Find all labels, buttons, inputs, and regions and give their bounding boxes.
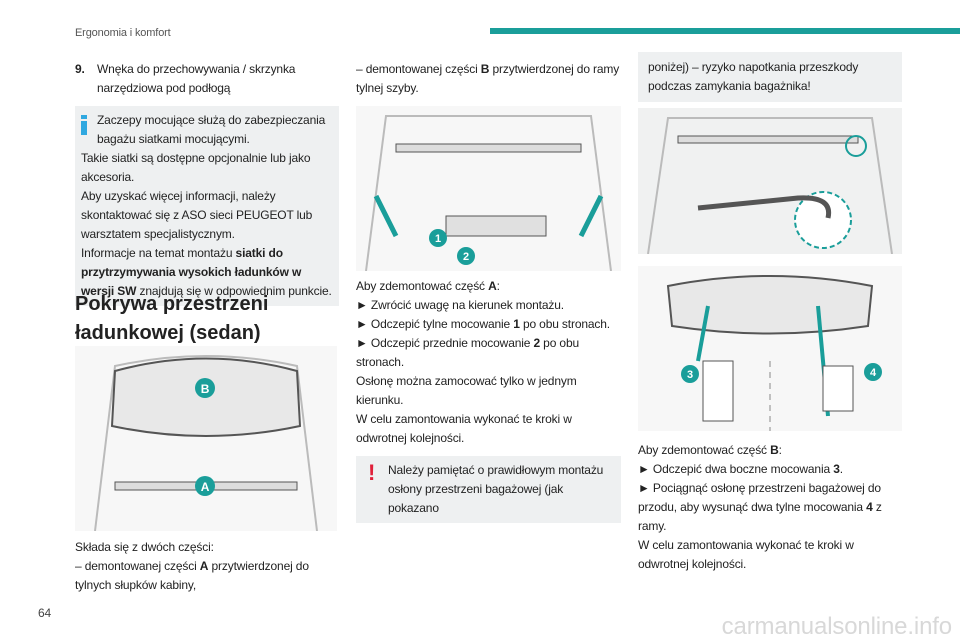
callout-4 [864,363,882,381]
svg-text:2: 2 [463,251,469,263]
list-item-9: 9. Wnęka do przechowywania / skrzynka na… [75,62,296,95]
section-header: Ergonomia i komfort [75,27,171,39]
svg-text:A: A [201,480,210,494]
callout-1 [429,229,447,247]
page-number: 64 [38,606,52,620]
left-column-top: 9. Wnęka do przechowywania / skrzynka na… [75,60,339,306]
trunk-cover-illustration: B A [75,346,337,531]
info-icon [81,115,87,135]
info-box: Zaczepy mocujące służą do zabezpieczania… [75,106,339,306]
left-column-bottom: Składa się z dwóch części: – demontowane… [75,540,309,592]
section-heading: Pokrywa przestrzeni ładunkowej (sedan) [75,293,269,344]
watermark: carmanualsonline.info [721,613,952,640]
svg-text:4: 4 [870,367,877,379]
callout-3 [681,365,699,383]
part-b-removal-illustration: 3 4 [638,266,902,431]
warning-box-continued: poniżej) – ryzyko napotkania przeszkody … [638,52,902,102]
clearance-illustration [638,108,902,254]
callout-a [195,476,215,496]
warning-box: ! Należy pamiętać o prawidłowym montażu … [356,456,621,523]
callout-2 [457,247,475,265]
warning-icon: ! [368,460,376,485]
middle-column: – demontowanej części B przytwierdzonej … [356,60,621,523]
callout-b [195,378,215,398]
header-accent-bar [490,28,960,34]
svg-text:1: 1 [435,233,441,245]
part-a-removal-illustration: 1 2 [356,106,621,271]
right-column: poniżej) – ryzyko napotkania przeszkody … [638,52,902,574]
svg-text:B: B [201,382,210,396]
svg-text:3: 3 [687,369,693,381]
